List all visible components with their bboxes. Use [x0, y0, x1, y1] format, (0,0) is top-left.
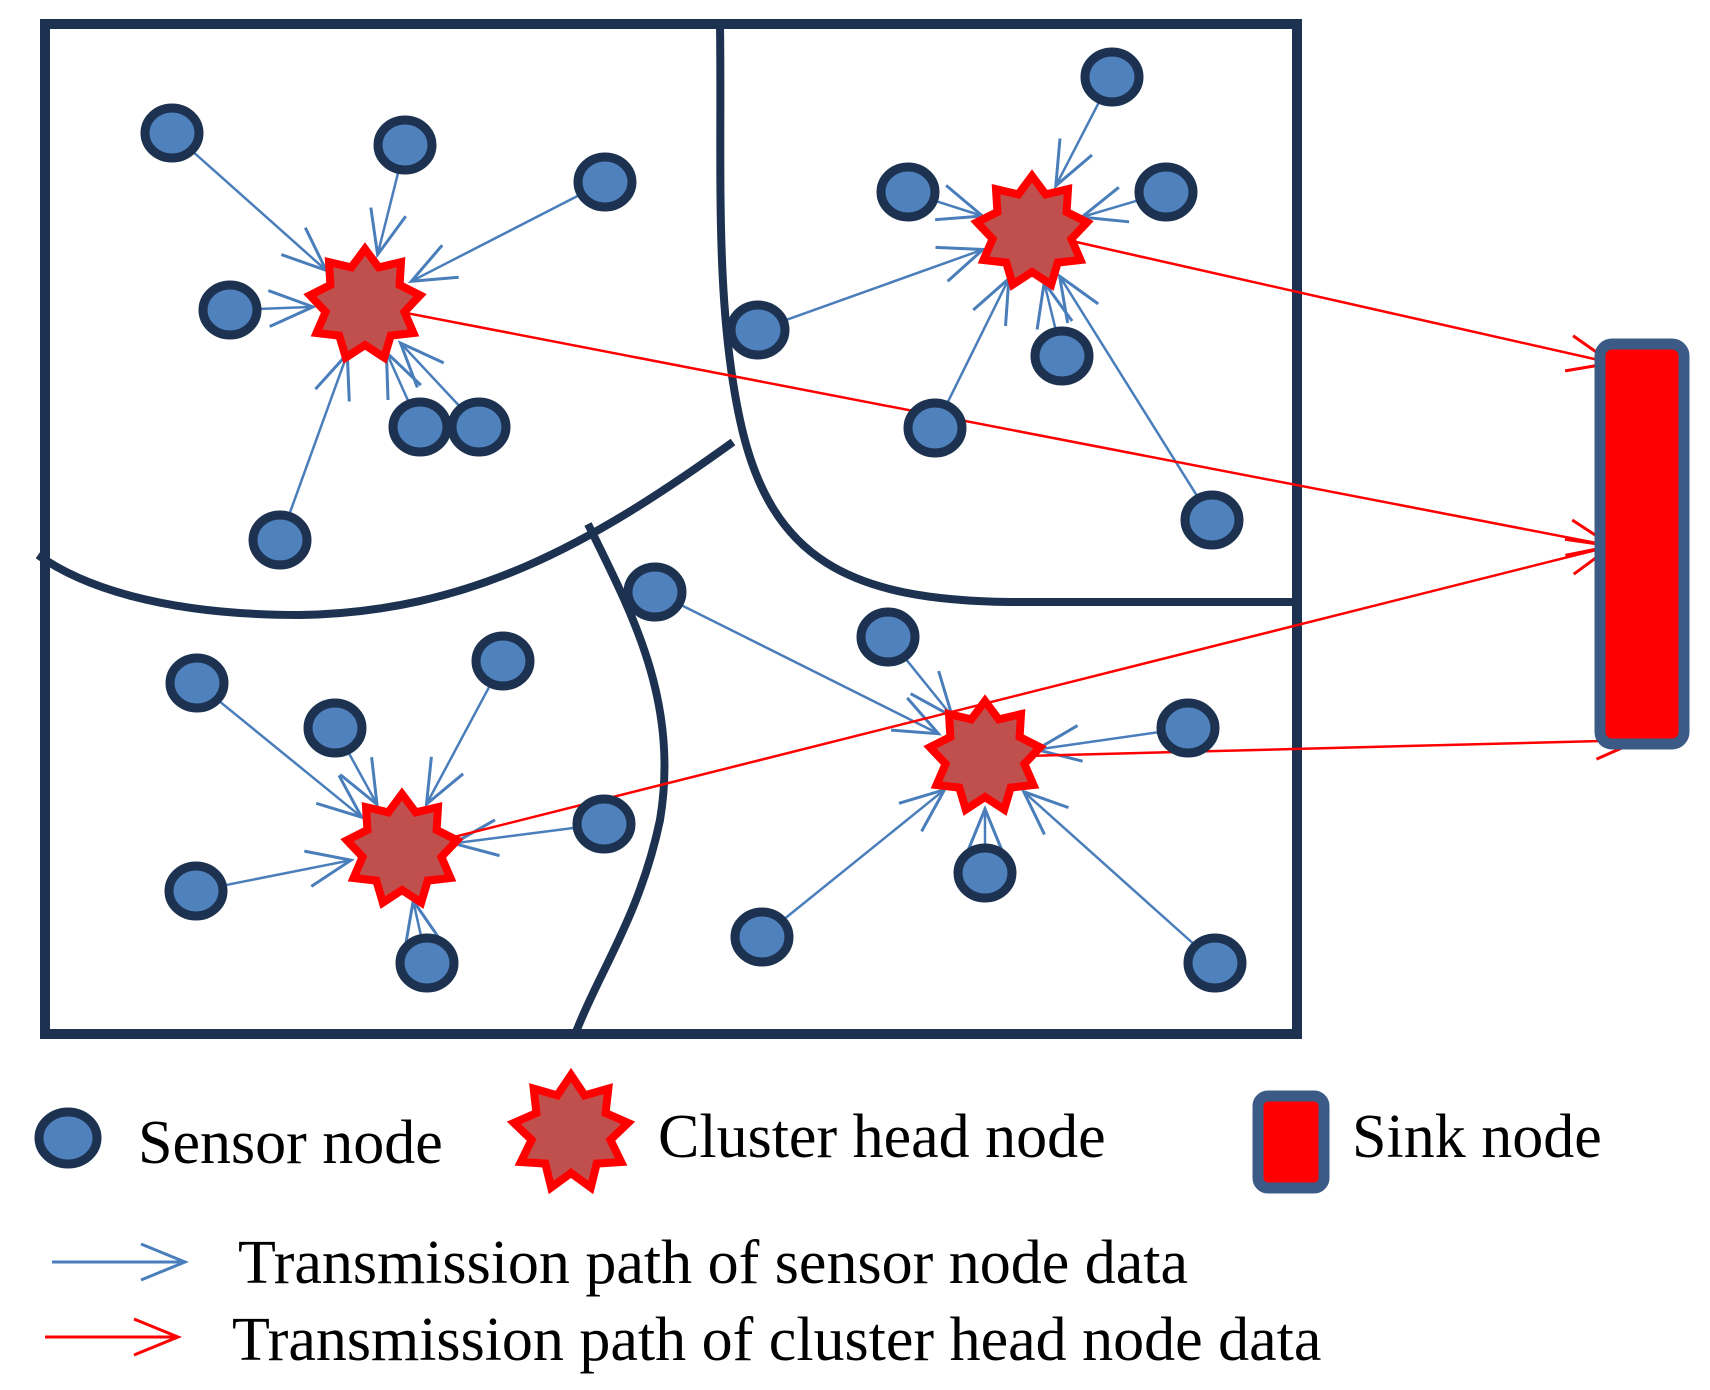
- sensor-path-arrow: [189, 148, 330, 274]
- cluster-head-icon: [506, 1067, 636, 1195]
- sensor-path-arrow: [1057, 272, 1201, 501]
- legend-head-path-label: Transmission path of cluster head node d…: [232, 1306, 1321, 1374]
- sensor-path-arrow: [339, 748, 379, 808]
- sensor-path-arrow: [930, 184, 987, 222]
- sensor-node: [1030, 326, 1094, 386]
- sensor-node: [198, 280, 262, 340]
- sink-node: [1594, 338, 1690, 750]
- sensor-path-arrow: [944, 275, 1011, 408]
- sensor-node: [1156, 698, 1220, 758]
- network-field: [35, 19, 1302, 1039]
- sensor-path-arrow: [384, 348, 422, 406]
- sensor-path-arrow: [779, 787, 948, 923]
- sensor-node: [164, 861, 228, 921]
- sensor-path-arrow: [369, 167, 407, 259]
- sensor-node: [726, 300, 790, 360]
- sensor-path-arrow: [449, 818, 581, 858]
- cluster-head-node: [923, 694, 1047, 816]
- sensor-node: [388, 397, 452, 457]
- sensor-node: [856, 607, 920, 667]
- boundary-vertical-top: [716, 25, 1296, 606]
- sensor-path-arrow: [407, 191, 585, 284]
- legend-head-path: Transmission path of cluster head node d…: [45, 1306, 1321, 1374]
- legend-sink-node: Sink node: [1252, 1090, 1602, 1194]
- sensor-node: [623, 562, 687, 622]
- sensor-path-arrow: [253, 289, 317, 328]
- sensor-node: [876, 162, 940, 222]
- cluster-head-node: [303, 242, 427, 364]
- sensor-path-arrow: [1032, 724, 1165, 763]
- field-border: [40, 19, 1302, 1039]
- boundary-horizontal-left: [35, 438, 736, 620]
- sensor-nodes: [140, 47, 1247, 993]
- sensor-path-arrow: [287, 350, 351, 518]
- head-path-arrow: [1031, 230, 1616, 373]
- sensor-node: [1183, 933, 1247, 993]
- sensor-node: [953, 843, 1017, 903]
- cluster-head-nodes: [303, 169, 1094, 909]
- sensor-path-arrow: [424, 681, 493, 808]
- sensor-node: [373, 115, 437, 175]
- legend: Sensor node Cluster head node Sink node …: [34, 1067, 1602, 1374]
- sensor-path-arrow: [219, 849, 355, 888]
- sensor-node: [572, 794, 636, 854]
- sensor-path-arrow: [214, 697, 365, 820]
- head-path-arrow: [364, 303, 1616, 557]
- sensor-node: [140, 103, 204, 163]
- sensor-node: [1080, 47, 1144, 107]
- sink-node-icon: [1252, 1090, 1330, 1194]
- sensor-path-arrow: [1078, 186, 1144, 224]
- sensor-path-arrow: [1053, 97, 1103, 190]
- sensor-node: [248, 510, 312, 570]
- sensor-path-arrow: [902, 654, 955, 720]
- sensor-node: [395, 933, 459, 993]
- sensor-path-arrow: [675, 601, 943, 736]
- legend-sink-label: Sink node: [1352, 1103, 1602, 1171]
- sensor-node: [471, 631, 535, 691]
- sensor-path-arrow: [780, 245, 987, 324]
- sensor-node: [1134, 162, 1198, 222]
- cluster-head-node: [340, 787, 464, 909]
- cluster-head-node: [970, 169, 1094, 291]
- sensor-node: [903, 398, 967, 458]
- sensor-path-arrow: [403, 896, 442, 948]
- legend-sensor-path-label: Transmission path of sensor node data: [238, 1229, 1188, 1297]
- legend-sensor-label: Sensor node: [138, 1109, 443, 1177]
- sensor-node: [165, 653, 229, 713]
- legend-sensor-path: Transmission path of sensor node data: [52, 1229, 1188, 1297]
- sensor-path-arrow: [1020, 789, 1198, 948]
- sensor-node: [303, 698, 367, 758]
- sensor-node-icon: [34, 1107, 102, 1169]
- legend-head-label: Cluster head node: [658, 1103, 1106, 1171]
- sensor-path-arrow: [1035, 278, 1074, 333]
- legend-cluster-head: Cluster head node: [506, 1067, 1106, 1195]
- head-path-arrow: [984, 721, 1644, 761]
- sensor-node: [573, 152, 637, 212]
- sensor-node: [730, 907, 794, 967]
- legend-sensor-node: Sensor node: [34, 1107, 443, 1177]
- sensor-node: [1180, 490, 1244, 550]
- sensor-node: [447, 397, 511, 457]
